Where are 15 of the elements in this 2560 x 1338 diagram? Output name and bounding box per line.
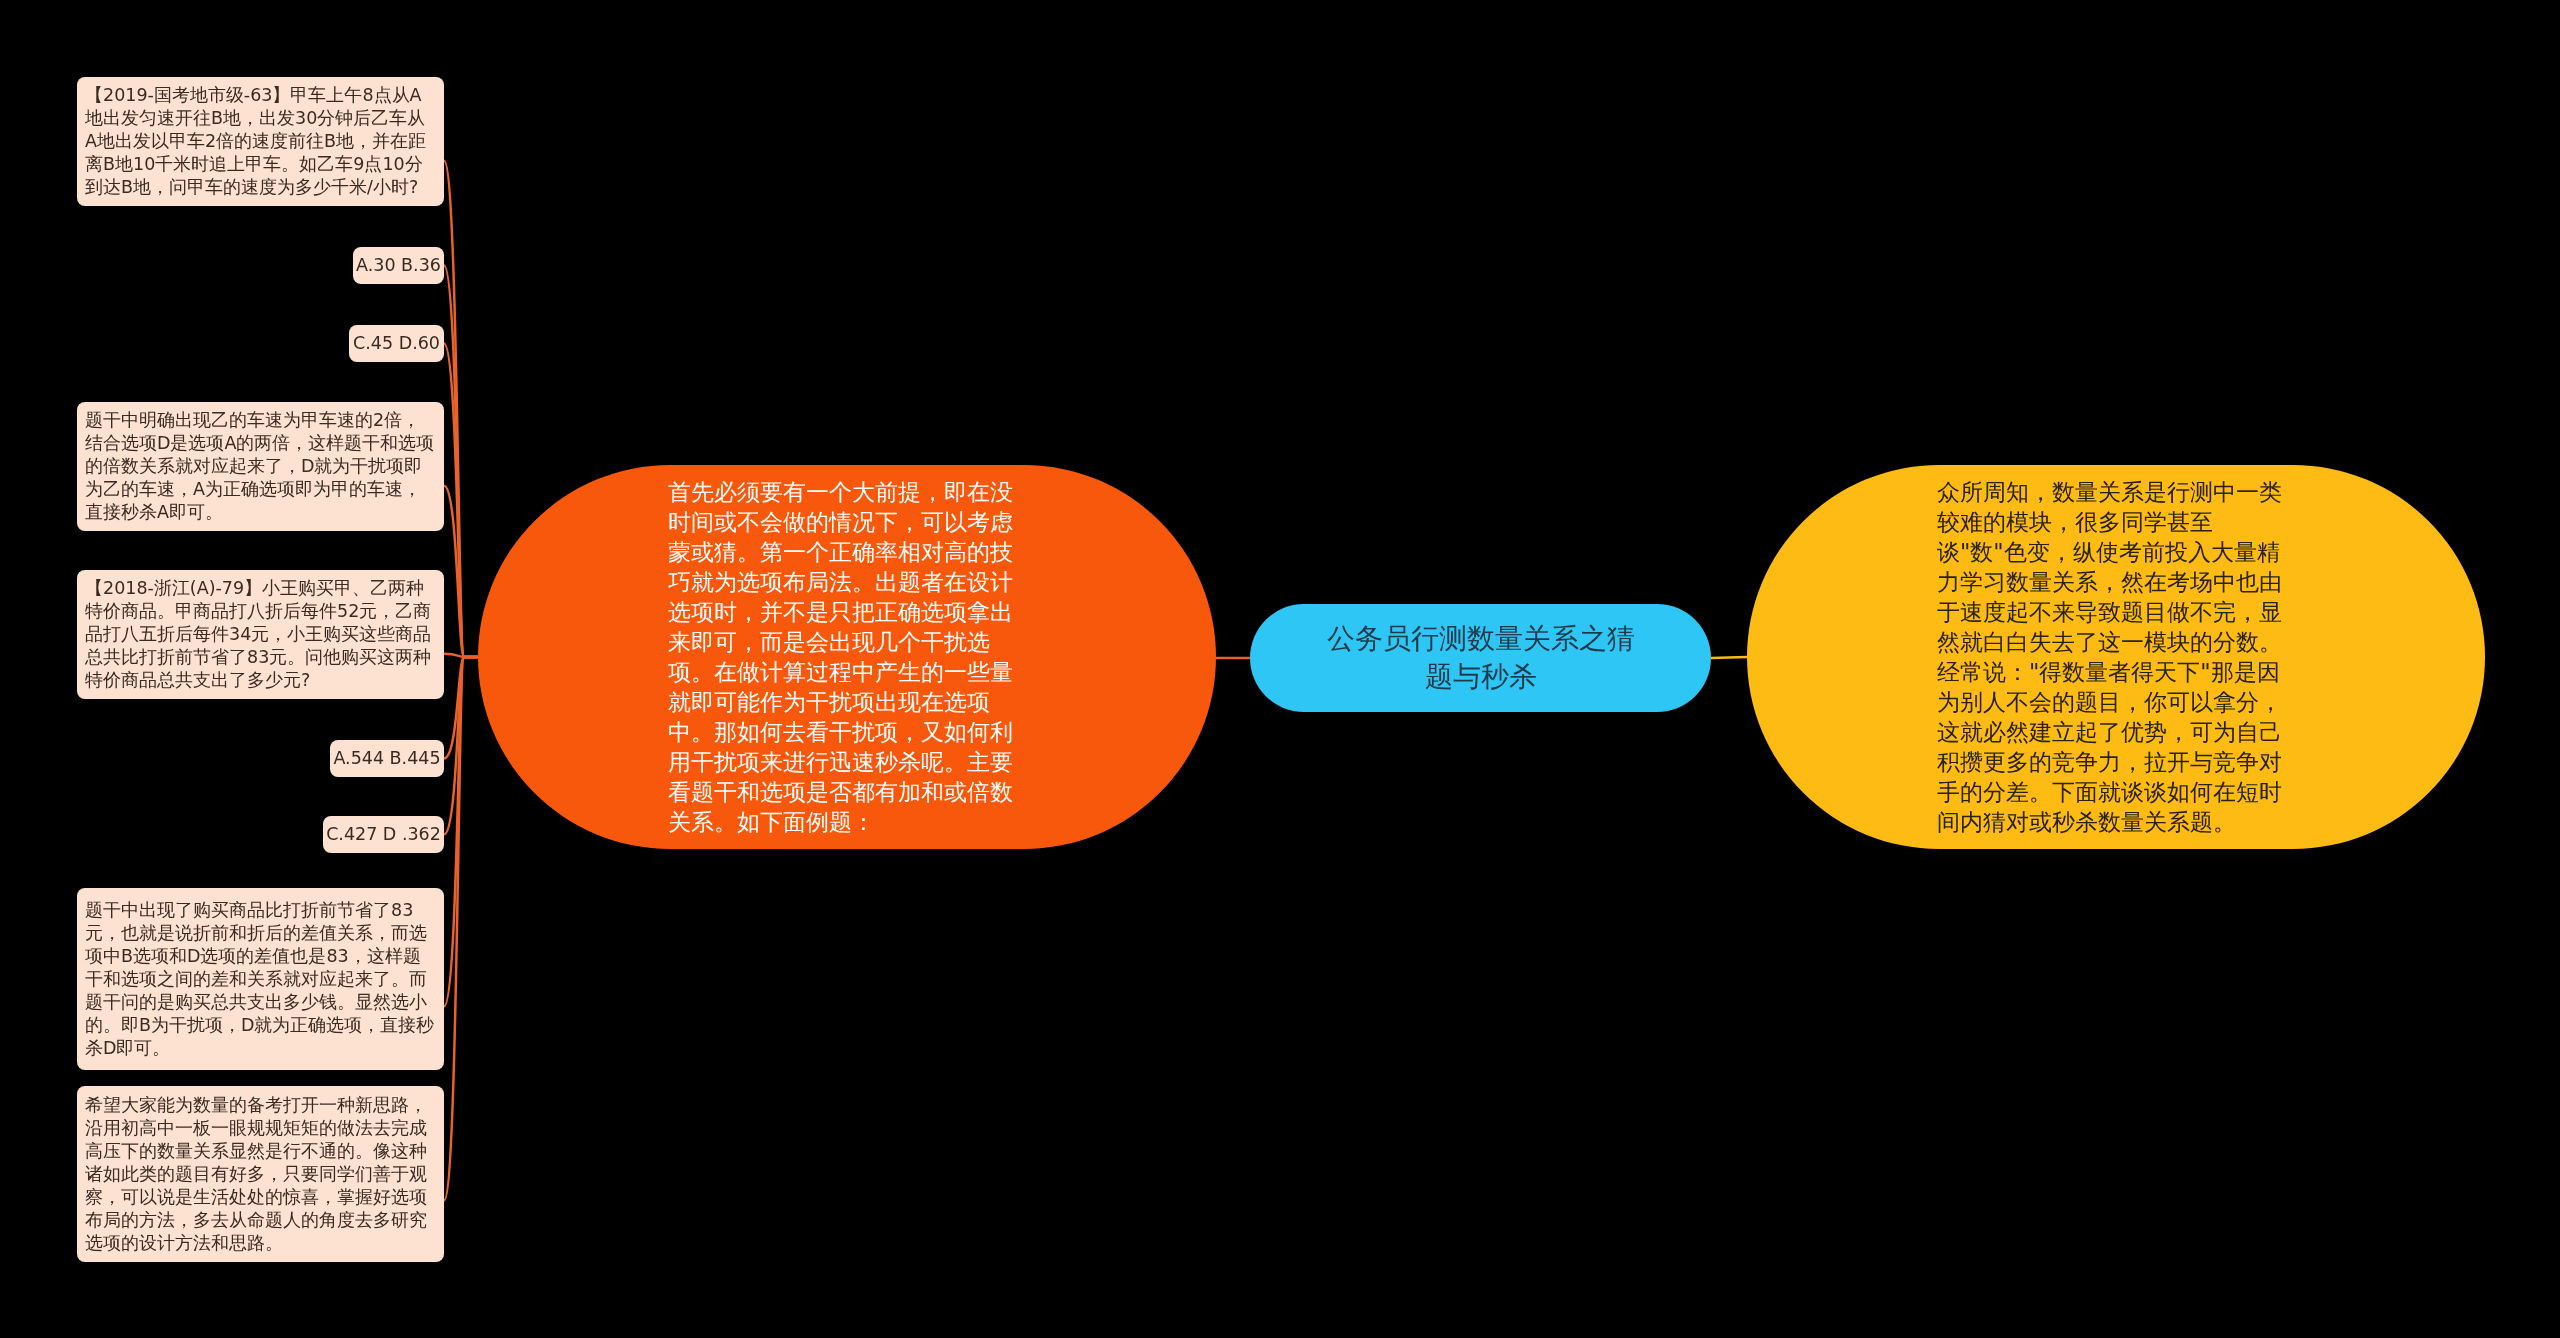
text-box: C.45 D.60 — [349, 325, 444, 362]
topic-pill: 公务员行测数量关系之猜题与秒杀 — [1250, 604, 1711, 712]
connector-line — [442, 655, 478, 1201]
text-box: C.427 D .362 — [323, 816, 444, 853]
connector-line — [1216, 656, 1250, 660]
text-box: 【2019-国考地市级-63】甲车上午8点从A地出发匀速开往B地，出发30分钟后乙车从A地出发以甲车2倍的速度前往B地，并在距离B地10千米时追上甲车。如乙车9点10分到达B地，问甲车的速度为多少千米/小时? — [77, 77, 444, 206]
text-box: A.30 B.36 — [353, 247, 444, 284]
text-box: 题干中明确出现乙的车速为甲车速的2倍，结合选项D是选项A的两倍，这样题干和选项的倍数关系就对应起来了，D就为干扰项即为乙的车速，A为正确选项即为甲的车速，直接秒杀A即可。 — [77, 402, 444, 531]
text-box: 【2018-浙江(A)-79】小王购买甲、乙两种特价商品。甲商品打八折后每件52元，乙商品打八五折后每件34元，小王购买这些商品总共比打折前节省了83元。问他购买这两种特价商品总共支出了多少元? — [77, 570, 444, 699]
branch-pill: 众所周知，数量关系是行测中一类较难的模块，很多同学甚至谈"数"色变，纵使考前投入大量精力学习数量关系，然在考场中也由于速度起不来导致题目做不完，显然就白白失去了这一模块的分数。经常说："得数量者得天下"那是因为别人不会的题目，你可以拿分，这就必然建立起了优势，可为自己积攒更多的竞争力，拉开与竞争对手的分差。下面就谈谈如何在短时间内猜对或秒杀数量关系题。 — [1747, 465, 2485, 849]
text-box: A.544 B.445 — [330, 740, 444, 777]
text-box: 希望大家能为数量的备考打开一种新思路，沿用初高中一板一眼规规矩矩的做法去完成高压下的数量关系显然是行不通的。像这种诸如此类的题目有好多，只要同学们善于观察，可以说是生活处处的惊喜，掌握好选项布局的方法，多去从命题人的角度去多研究选项的设计方法和思路。 — [77, 1086, 444, 1262]
text-box: 题干中出现了购买商品比打折前节省了83元，也就是说折前和折后的差值关系，而选项中B选项和D选项的差值也是83，这样题干和选项之间的差和关系就对应起来了。而题干问的是购买总共支出多少钱。显然选小的。即B为干扰项，D就为正确选项，直接秒杀D即可。 — [77, 888, 444, 1070]
branch-pill: 首先必须要有一个大前提，即在没时间或不会做的情况下，可以考虑蒙或猜。第一个正确率相对高的技巧就为选项布局法。出题者在设计选项时，并不是只把正确选项拿出来即可，而是会出现几个干扰选项。在做计算过程中产生的一些量就即可能作为干扰项出现在选项中。那如何去看干扰项，又如何利用干扰项来进行迅速秒杀呢。主要看题干和选项是否都有加和或倍数关系。如下面例题： — [478, 465, 1216, 849]
connector-line — [1710, 655, 1748, 660]
